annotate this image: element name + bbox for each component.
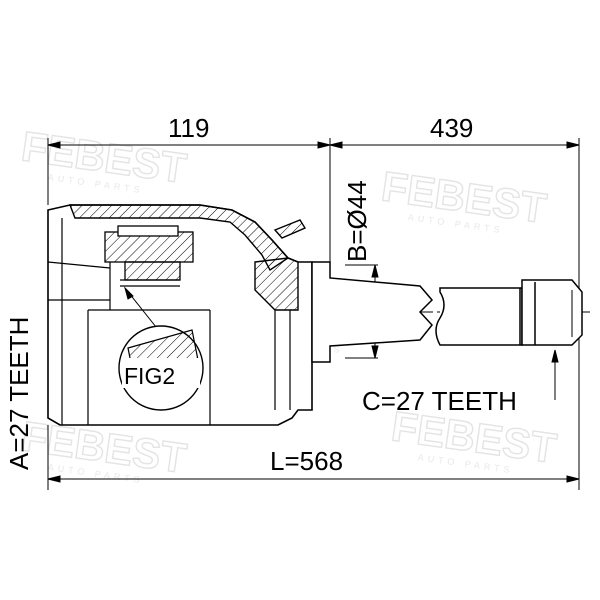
shaft	[311, 261, 583, 363]
tripod-roller	[104, 225, 194, 287]
teeth-c-label: C=27 TEETH	[362, 386, 517, 416]
inner-lines	[47, 218, 291, 425]
dimension-439-label: 439	[430, 113, 473, 143]
housing-hatch	[68, 204, 307, 311]
teeth-a-label: A=27 TEETH	[4, 317, 34, 470]
leader-lines	[124, 286, 559, 400]
dimension-length-label: L=568	[270, 446, 343, 476]
dimension-top	[47, 141, 580, 149]
fig2-callout	[118, 325, 204, 411]
diameter-b-label: B=Ø44	[342, 180, 372, 262]
fig2-label: FIG2	[124, 363, 175, 389]
dimension-bottom	[47, 475, 580, 483]
dimension-119-label: 119	[168, 113, 209, 143]
